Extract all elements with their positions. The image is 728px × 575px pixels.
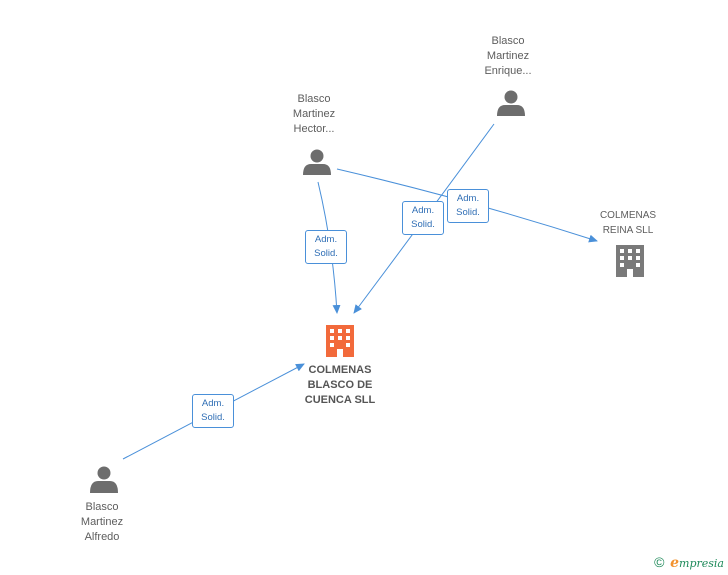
node-label-enrique[interactable]: Blasco Martinez Enrique...	[484, 35, 532, 77]
node-label-reina[interactable]: COLMENAS REINA SLL	[599, 210, 657, 236]
brand-footer[interactable]: © empresia	[654, 554, 724, 571]
person-icon-enrique[interactable]	[497, 90, 525, 117]
building-icon-reina[interactable]	[616, 245, 644, 277]
node-label-alfredo[interactable]: Blasco Martinez Alfredo	[80, 501, 124, 543]
person-icon-alfredo[interactable]	[90, 466, 118, 494]
copyright-icon: ©	[654, 554, 665, 570]
brand-logo: empresia	[670, 555, 724, 571]
edge-label-hector-cuenca[interactable]: Adm. Solid.	[305, 230, 347, 264]
node-label-hector[interactable]: Blasco Martinez Hector...	[292, 93, 336, 135]
person-icon-hector[interactable]	[303, 149, 331, 176]
edge-label-hector-reina[interactable]: Adm. Solid.	[447, 189, 489, 223]
building-icon-cuenca[interactable]	[326, 325, 354, 357]
edge-label-alfredo-cuenca[interactable]: Adm. Solid.	[192, 394, 234, 428]
edge-label-enrique-cuenca[interactable]: Adm. Solid.	[402, 201, 444, 235]
node-label-cuenca[interactable]: COLMENAS BLASCO DE CUENCA SLL	[304, 364, 376, 406]
